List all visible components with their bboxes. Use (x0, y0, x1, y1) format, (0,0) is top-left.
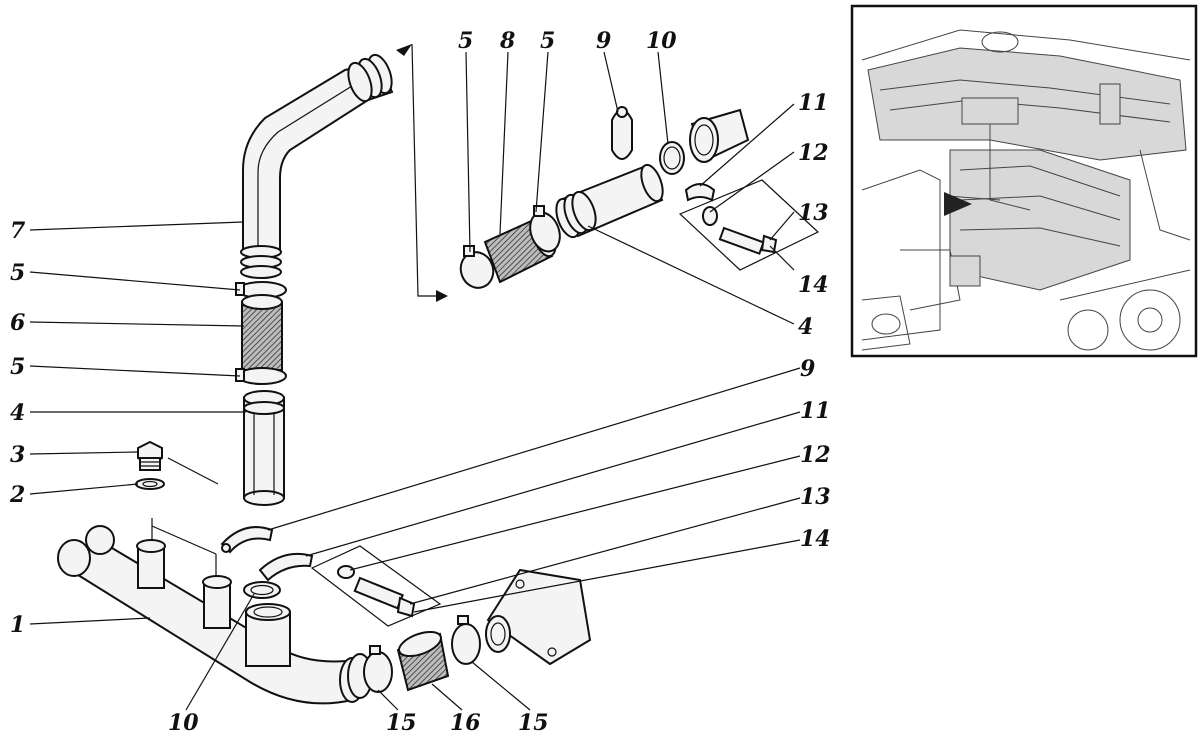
leader-9-lower (267, 367, 801, 531)
leader-16 (431, 683, 463, 711)
inset-location-arrow (944, 192, 972, 216)
pipe-7-end-corrugation (347, 53, 393, 103)
leader-4-right (587, 225, 795, 325)
hose-clamp-part-5-lower (235, 367, 287, 385)
drain-plug-part-3 (137, 440, 163, 471)
callout-2: 2 (9, 482, 25, 508)
leader-5-left-a (29, 271, 241, 291)
pipe-7-lower-corrugation (240, 245, 282, 279)
leader-15-left (377, 689, 399, 711)
callout-labels: 7 5 6 5 4 3 2 1 5 8 5 9 10 11 12 13 14 4… (9, 28, 831, 736)
callout-14-top: 14 (798, 272, 829, 298)
callout-15-left: 15 (386, 710, 417, 736)
rubber-hose-part-6 (241, 294, 283, 371)
callout-6: 6 (10, 310, 25, 336)
callout-13-top: 13 (798, 200, 829, 226)
callout-12-top: 12 (798, 140, 829, 166)
pipe-part-4-horizontal (555, 163, 664, 239)
callout-15-right: 15 (518, 710, 549, 736)
seal-ring-part-10-lower (243, 581, 281, 599)
callout-9-top: 9 (596, 28, 611, 54)
leader-14-top (769, 245, 795, 271)
washer-part-12-lower (337, 565, 355, 579)
bolt-kit-box-upper (678, 179, 820, 271)
leader-7 (29, 221, 244, 231)
rubber-hose-part-16 (396, 630, 450, 692)
bracket-clamp-part-9-upper (611, 106, 633, 160)
callout-11-top: 11 (798, 90, 829, 116)
inset-pipe-assembly-highlight (961, 97, 1019, 125)
hose-clamp-part-5-b (529, 205, 561, 253)
hose-clamp-part-5-a (459, 245, 495, 289)
leader-14-lower (413, 539, 801, 613)
inset-engine-sketch (861, 29, 1191, 351)
leader-1 (29, 617, 151, 625)
leader-10-lower (185, 593, 255, 711)
manifold-boss-right (202, 575, 232, 629)
hose-clamp-part-15-right (451, 615, 481, 665)
bolt-part-13-upper (718, 226, 778, 255)
bolt-part-13-lower (353, 576, 416, 618)
callout-5-top-a: 5 (458, 28, 473, 54)
engine-location-inset (850, 4, 1198, 358)
callout-5-top-b: 5 (540, 28, 555, 54)
leader-13-lower (409, 497, 801, 605)
callout-13-lower: 13 (800, 484, 831, 510)
callout-16: 16 (450, 710, 481, 736)
leader-12-top (709, 151, 795, 213)
bolt-kit-box-lower (310, 545, 442, 627)
hose-clamp-part-15-left (363, 645, 393, 693)
callout-14-lower: 14 (800, 526, 831, 552)
sealing-washer-part-2 (135, 478, 165, 490)
leader-11-lower (305, 411, 801, 557)
callout-7: 7 (10, 218, 26, 244)
callout-4-right: 4 (798, 314, 813, 340)
callout-5-left-b: 5 (10, 354, 25, 380)
washer-part-12-upper (702, 206, 718, 226)
bracket-clamp-part-9-lower (220, 526, 274, 554)
bent-pipe-part-7 (240, 53, 394, 279)
callout-4-left: 4 (10, 400, 25, 426)
pipe-part-4-vertical (243, 390, 285, 506)
leader-5-top-a (465, 51, 471, 253)
leader-2 (29, 483, 139, 495)
bracket-clamp-part-11-upper (684, 183, 716, 202)
flange-connector-upper (689, 108, 750, 163)
leader-13-top (769, 211, 795, 241)
callout-8: 8 (499, 28, 515, 54)
leader-5-left-b (29, 365, 241, 377)
flange-connector-lower (485, 568, 592, 666)
leader-8 (499, 51, 509, 235)
leader-9-top (603, 51, 619, 113)
leader-6 (29, 321, 245, 327)
leader-lines (29, 51, 801, 711)
leader-3 (29, 451, 139, 455)
callout-5-left-a: 5 (10, 260, 25, 286)
callout-11-lower: 11 (800, 398, 831, 424)
manifold-outlet (245, 603, 291, 667)
bracket-clamp-part-11-lower (258, 552, 314, 582)
manifold-boss-left (136, 539, 166, 589)
routing-arrow-upper (396, 43, 448, 302)
callout-10-lower: 10 (168, 710, 199, 736)
callout-9-lower: 9 (800, 356, 815, 382)
leader-15-right (471, 661, 531, 711)
callout-12-lower: 12 (800, 442, 831, 468)
callout-3: 3 (10, 442, 25, 468)
leader-11-top (699, 103, 795, 187)
boss-guide-line-diag (151, 525, 217, 555)
callout-1: 1 (10, 612, 25, 638)
callout-10-top: 10 (646, 28, 677, 54)
plug-direction-line (167, 457, 219, 485)
leader-12-lower (349, 455, 801, 571)
leader-5-top-b (535, 51, 549, 213)
seal-ring-part-10-upper (659, 141, 685, 175)
leader-10-top (657, 51, 669, 145)
